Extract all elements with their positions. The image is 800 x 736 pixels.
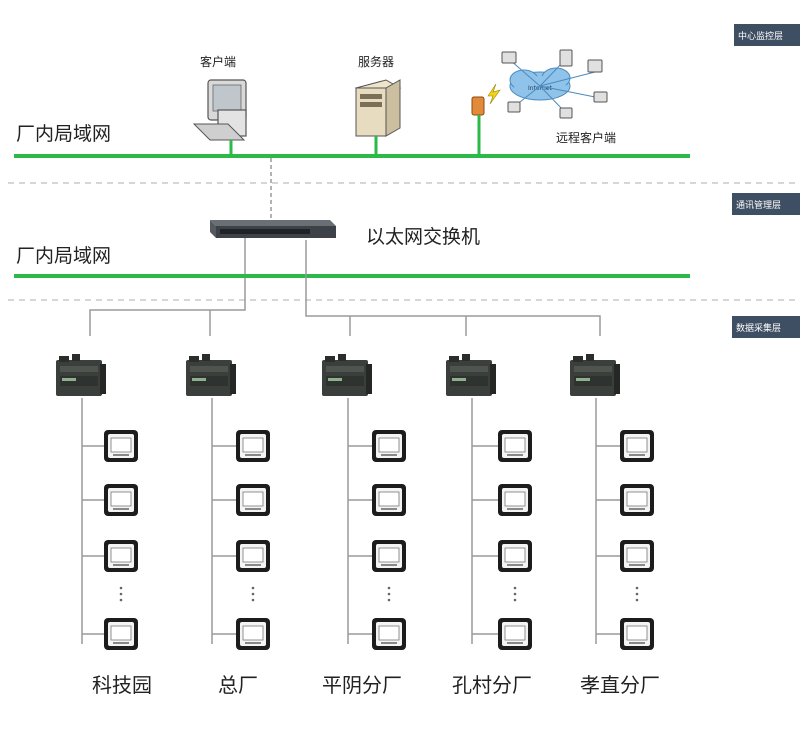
meter-icon bbox=[235, 539, 271, 573]
fieldbus-distribution bbox=[89, 240, 601, 336]
meter-icon bbox=[371, 617, 407, 651]
plc-icon bbox=[322, 354, 372, 396]
meter-icon bbox=[371, 483, 407, 517]
site-column-3: 平阴分厂 bbox=[322, 354, 407, 697]
meter-icon bbox=[103, 539, 139, 573]
plc-icon bbox=[186, 354, 236, 396]
meter-icon bbox=[371, 429, 407, 463]
top-lan-label: 厂内局域网 bbox=[16, 123, 111, 145]
meter-icon bbox=[371, 539, 407, 573]
svg-text:中心监控层: 中心监控层 bbox=[738, 30, 783, 42]
client-computer-icon bbox=[192, 79, 247, 141]
lightning-icon bbox=[487, 83, 501, 105]
site-column-1: 科技园 bbox=[56, 354, 152, 697]
site-column-2: 总厂 bbox=[186, 354, 271, 697]
site-label: 孝直分厂 bbox=[580, 673, 660, 697]
server-icon bbox=[354, 79, 402, 137]
meter-icon bbox=[103, 617, 139, 651]
ethernet-switch-icon bbox=[210, 220, 336, 238]
meter-icon bbox=[235, 617, 271, 651]
svg-text:通讯管理层: 通讯管理层 bbox=[736, 199, 781, 211]
meter-icon bbox=[497, 539, 533, 573]
server-label: 服务器 bbox=[358, 54, 394, 69]
site-label: 总厂 bbox=[218, 673, 258, 697]
mid-lan-label: 厂内局域网 bbox=[16, 245, 111, 267]
meter-icon bbox=[619, 617, 655, 651]
meter-icon bbox=[103, 483, 139, 517]
client-label: 客户端 bbox=[200, 54, 236, 69]
layer-tag-data: 数据采集层 bbox=[732, 316, 800, 338]
remote-client-label: 远程客户端 bbox=[556, 130, 616, 145]
cloud-label: Internet bbox=[528, 85, 552, 92]
meter-icon bbox=[619, 539, 655, 573]
layer-tag-comm: 通讯管理层 bbox=[732, 193, 800, 215]
firewall-icon bbox=[471, 96, 485, 116]
remote-terminals-icon bbox=[501, 49, 608, 119]
meter-icon bbox=[619, 429, 655, 463]
meter-icon bbox=[235, 429, 271, 463]
internet-cloud-icon: Internet bbox=[509, 67, 571, 101]
switch-label: 以太网交换机 bbox=[366, 226, 480, 248]
site-label: 科技园 bbox=[92, 673, 152, 697]
plc-icon bbox=[446, 354, 496, 396]
layer-tag-center: 中心监控层 bbox=[734, 24, 800, 46]
site-column-5: 孝直分厂 bbox=[570, 354, 660, 697]
site-label: 平阴分厂 bbox=[322, 673, 402, 697]
meter-icon bbox=[619, 483, 655, 517]
site-column-4: 孔村分厂 bbox=[446, 354, 533, 697]
plc-icon bbox=[570, 354, 620, 396]
meter-icon bbox=[103, 429, 139, 463]
meter-icon bbox=[497, 617, 533, 651]
svg-text:数据采集层: 数据采集层 bbox=[736, 322, 781, 334]
meter-icon bbox=[497, 483, 533, 517]
plc-icon bbox=[56, 354, 106, 396]
meter-icon bbox=[235, 483, 271, 517]
meter-icon bbox=[497, 429, 533, 463]
site-label: 孔村分厂 bbox=[452, 673, 532, 697]
